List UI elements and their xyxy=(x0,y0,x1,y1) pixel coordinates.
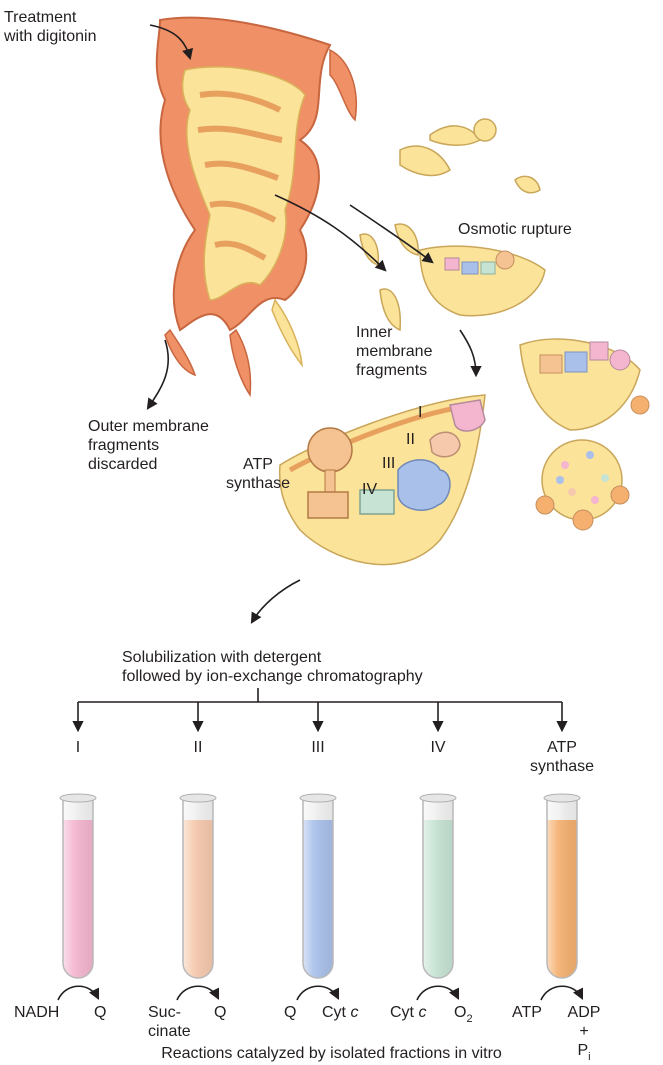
reaction2-product: Q xyxy=(214,1003,226,1022)
label-atp-synthase: ATP synthase xyxy=(213,455,303,493)
tube-rim-2 xyxy=(180,794,216,802)
reaction2-substrate: Suc- cinate xyxy=(148,1003,191,1041)
label-complex-IV: IV xyxy=(362,480,377,499)
atp-synthase-stalk xyxy=(325,470,335,492)
test-tube-4 xyxy=(420,794,456,978)
complex-II-shape xyxy=(430,432,460,457)
fraction-label-atp-line1: ATP xyxy=(522,738,602,757)
reaction3-product-text: Cyt xyxy=(322,1004,350,1021)
label-complex-II: II xyxy=(406,430,415,449)
label-outer-membrane: Outer membrane fragments discarded xyxy=(88,417,209,474)
label-solubilization: Solubilization with detergent followed b… xyxy=(122,648,423,686)
tube-rim-4 xyxy=(420,794,456,802)
tube-rim-3 xyxy=(300,794,336,802)
label-solub-line2: followed by ion-exchange chromatography xyxy=(122,667,423,686)
tube-shine-2 xyxy=(183,798,213,978)
atp-synthase-base xyxy=(308,492,348,518)
fraction-label-atp-line2: synthase xyxy=(522,757,602,776)
fraction-label-III: III xyxy=(288,738,348,757)
fraction-label-I: I xyxy=(48,738,108,757)
reaction4-product: O2 xyxy=(454,1003,473,1024)
reaction5-product-adp: ADP xyxy=(562,1003,606,1022)
label-inner-line3: fragments xyxy=(356,361,432,380)
fraction-label-atp-synthase: ATP synthase xyxy=(522,738,602,776)
tube-shine-4 xyxy=(423,798,453,978)
reaction3-product: Cyt c xyxy=(322,1003,358,1022)
label-solub-line1: Solubilization with detergent xyxy=(122,648,423,667)
label-outer-line3: discarded xyxy=(88,455,209,474)
tube-rim-1 xyxy=(60,794,96,802)
reaction4-substrate-italic: c xyxy=(418,1004,426,1021)
label-inner-line1: Inner xyxy=(356,323,432,342)
label-complex-I: I xyxy=(418,403,422,422)
caption: Reactions catalyzed by isolated fraction… xyxy=(0,1044,663,1063)
mitochondrion xyxy=(157,18,357,395)
label-complex-III: III xyxy=(382,454,395,473)
label-atp-line2: synthase xyxy=(213,474,303,493)
test-tube-5 xyxy=(544,794,580,978)
reaction1-substrate: NADH xyxy=(14,1003,59,1022)
test-tube-2 xyxy=(180,794,216,978)
label-outer-line2: fragments xyxy=(88,436,209,455)
label-outer-line1: Outer membrane xyxy=(88,417,209,436)
reaction3-product-italic: c xyxy=(350,1004,358,1021)
reaction4-product-subscript: 2 xyxy=(466,1013,472,1025)
test-tubes xyxy=(60,794,580,978)
label-atp-line1: ATP xyxy=(213,455,303,474)
fraction-label-IV: IV xyxy=(408,738,468,757)
tube-rim-5 xyxy=(544,794,580,802)
label-osmotic-rupture: Osmotic rupture xyxy=(458,220,572,239)
label-treatment-line1: Treatment xyxy=(4,8,97,27)
reaction2-substrate-line2: cinate xyxy=(148,1022,191,1041)
fraction-label-II: II xyxy=(168,738,228,757)
reaction3-substrate: Q xyxy=(284,1003,296,1022)
inner-membrane-fragment xyxy=(280,395,485,565)
reaction4-substrate-text: Cyt xyxy=(390,1004,418,1021)
reaction-arcs xyxy=(58,986,582,1000)
reaction1-product: Q xyxy=(94,1003,106,1022)
complex-I-shape xyxy=(450,400,485,431)
tube-shine-1 xyxy=(63,798,93,978)
tube-shine-5 xyxy=(547,798,577,978)
test-tube-1 xyxy=(60,794,96,978)
tube-shine-3 xyxy=(303,798,333,978)
label-treatment: Treatment with digitonin xyxy=(4,8,97,46)
label-treatment-line2: with digitonin xyxy=(4,27,97,46)
label-inner-line2: membrane xyxy=(356,342,432,361)
label-inner-membrane: Inner membrane fragments xyxy=(356,323,432,380)
reaction5-substrate: ATP xyxy=(512,1003,542,1022)
reaction4-substrate: Cyt c xyxy=(390,1003,426,1022)
fraction-tree xyxy=(78,688,562,730)
test-tube-3 xyxy=(300,794,336,978)
reaction4-product-text: O xyxy=(454,1004,466,1021)
reaction5-plus: + xyxy=(562,1022,606,1041)
reaction2-substrate-line1: Suc- xyxy=(148,1003,191,1022)
atp-synthase-head xyxy=(308,428,352,472)
